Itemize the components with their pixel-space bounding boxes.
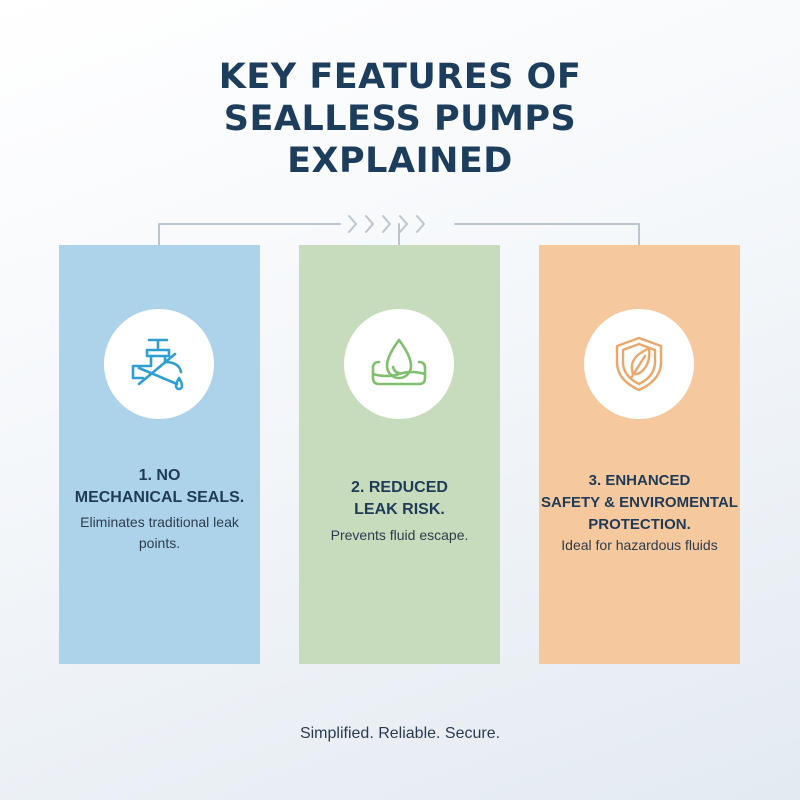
feature-heading-line: 2. REDUCED	[351, 479, 448, 496]
feature-description: Ideal for hazardous fluids	[561, 537, 718, 553]
chevron-right-icon	[348, 215, 357, 233]
feature-heading-line: MECHANICAL SEALS.	[74, 489, 245, 506]
page-title: KEY FEATURES OF SEALLESS PUMPS EXPLAINED	[0, 56, 800, 182]
feature-heading: 2. REDUCED LEAK RISK.	[299, 477, 500, 521]
icon-badge	[344, 309, 454, 419]
chevron-right-icon	[382, 215, 391, 233]
tagline: Simplified. Reliable. Secure.	[299, 725, 501, 742]
water-drop-container-icon	[371, 338, 427, 386]
title-line-1: KEY FEATURES OF	[218, 57, 582, 97]
title-line-3: EXPLAINED	[287, 141, 513, 181]
icon-badge	[584, 309, 694, 419]
title-line-2: SEALLESS PUMPS	[223, 99, 577, 139]
feature-heading-line: 1. NO	[138, 467, 181, 484]
shield-leaf-icon	[615, 336, 663, 392]
feature-heading-line: 3. ENHANCED	[588, 472, 691, 489]
chevron-right-icon	[365, 215, 374, 233]
connector-line-right	[454, 223, 640, 246]
feature-card-no-mechanical-seals: 1. NO MECHANICAL SEALS. Eliminates tradi…	[59, 245, 260, 664]
feature-heading-line: LEAK RISK.	[354, 501, 445, 518]
chevron-right-icon	[399, 215, 408, 233]
faucet-crossed-icon	[131, 338, 184, 391]
feature-heading: 1. NO MECHANICAL SEALS.	[59, 465, 260, 509]
icon-badge	[104, 309, 214, 419]
feature-heading-line: SAFETY & ENVIROMENTAL	[541, 494, 738, 511]
feature-description: Prevents fluid escape.	[330, 527, 469, 543]
feature-heading-line: PROTECTION.	[588, 516, 691, 533]
chevron-right-icon	[416, 215, 425, 233]
feature-heading: 3. ENHANCED SAFETY & ENVIROMENTAL PROTEC…	[531, 470, 748, 536]
feature-card-reduced-leak-risk: 2. REDUCED LEAK RISK. Prevents fluid esc…	[299, 245, 500, 664]
connector-line-left	[158, 223, 341, 246]
feature-description: Eliminates traditional leak points.	[80, 514, 239, 551]
feature-card-enhanced-safety: 3. ENHANCED SAFETY & ENVIROMENTAL PROTEC…	[539, 245, 740, 664]
